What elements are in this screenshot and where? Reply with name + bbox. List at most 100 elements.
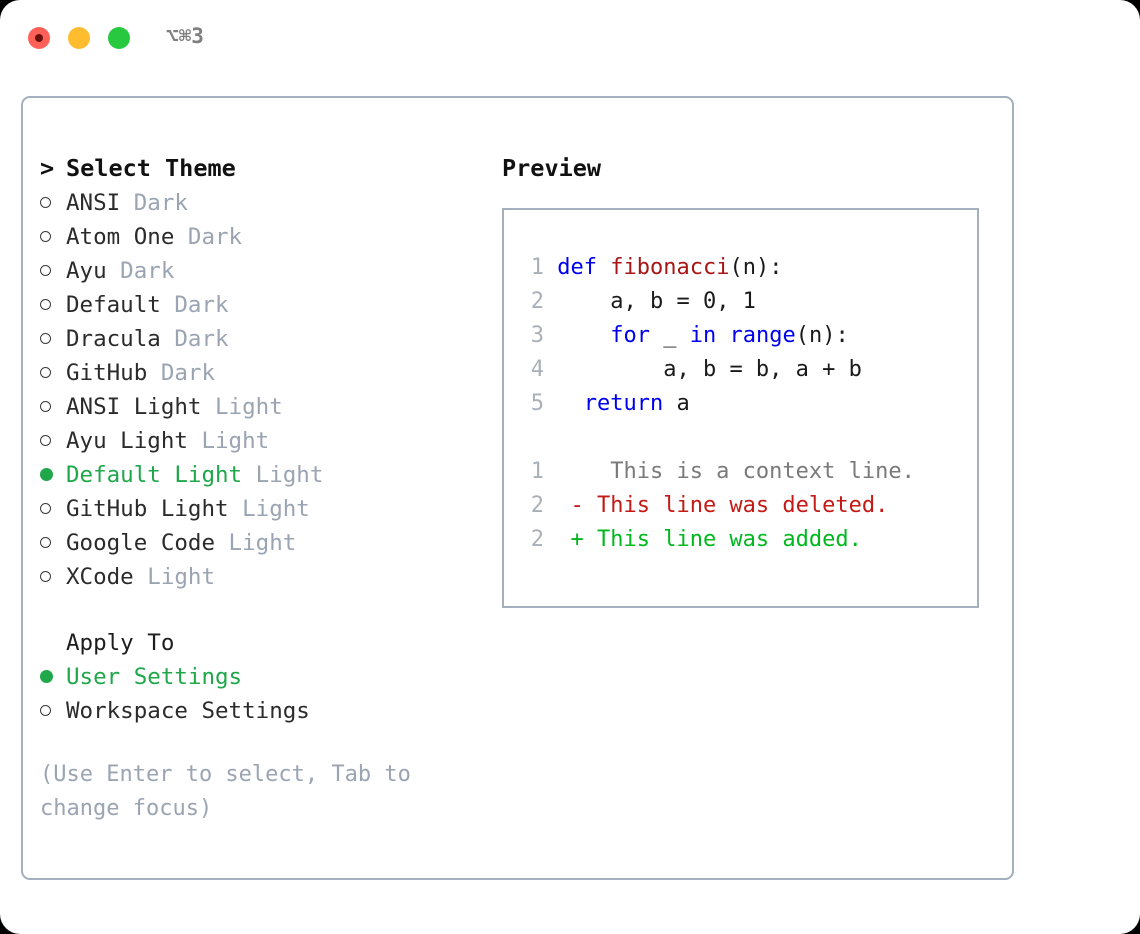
radio-empty-icon[interactable] <box>40 220 66 254</box>
minimize-window-button[interactable] <box>68 27 90 49</box>
radio-glyph <box>40 231 51 242</box>
code-line: 3 for _ in range(n): <box>518 319 915 353</box>
code-line: 1 def fibonacci(n): <box>518 251 915 285</box>
radio-selected-icon[interactable] <box>40 458 66 492</box>
radio-empty-icon[interactable] <box>40 322 66 356</box>
theme-variant-tag: Dark <box>160 292 229 318</box>
theme-name: GitHub <box>66 360 148 386</box>
radio-glyph <box>40 265 51 276</box>
theme-list-item[interactable]: GitHub Dark <box>40 356 470 390</box>
theme-list-item[interactable]: GitHub Light Light <box>40 492 470 526</box>
theme-list-item[interactable]: Google Code Light <box>40 526 470 560</box>
line-number: 4 <box>530 357 544 382</box>
theme-name: Default Light <box>66 462 243 488</box>
line-number: 2 <box>530 493 544 518</box>
theme-name: Ayu <box>66 258 107 284</box>
theme-list-item[interactable]: ANSI Light Light <box>40 390 470 424</box>
theme-name: ANSI Light <box>66 394 202 420</box>
preview-column: Preview 1 def fibonacci(n):2 a, b = 0, 1… <box>502 150 992 608</box>
code-token: fibonacci <box>610 255 730 280</box>
theme-name: GitHub Light <box>66 496 229 522</box>
theme-list-item[interactable]: Default Dark <box>40 288 470 322</box>
radio-empty-icon[interactable] <box>40 694 66 728</box>
line-number: 2 <box>530 527 544 552</box>
keyboard-shortcut-label: ⌥⌘3 <box>166 24 204 48</box>
code-token: a, b = 0, 1 <box>610 289 756 314</box>
radio-glyph <box>40 670 53 683</box>
theme-name: Default <box>66 292 161 318</box>
code-token: return <box>583 391 664 416</box>
code-indent <box>544 391 584 416</box>
code-line: 2 a, b = 0, 1 <box>518 285 915 319</box>
radio-empty-icon[interactable] <box>40 254 66 288</box>
line-number: 2 <box>530 289 544 314</box>
line-number: 1 <box>530 255 544 280</box>
code-token <box>597 255 610 280</box>
radio-empty-icon[interactable] <box>40 526 66 560</box>
code-token: (n): <box>795 323 849 348</box>
apply-to-label: Workspace Settings <box>66 698 310 724</box>
radio-empty-icon[interactable] <box>40 492 66 526</box>
code-token: (n): <box>729 255 783 280</box>
radio-empty-icon[interactable] <box>40 560 66 594</box>
title-bar: ⌥⌘3 <box>0 0 1140 78</box>
code-indent <box>544 289 610 314</box>
line-number: 5 <box>530 391 544 416</box>
theme-list-item[interactable]: Dracula Dark <box>40 322 470 356</box>
line-number: 1 <box>530 459 544 484</box>
apply-to-item[interactable]: User Settings <box>40 660 470 694</box>
theme-variant-tag: Light <box>215 530 297 556</box>
radio-empty-icon[interactable] <box>40 424 66 458</box>
diff-line: 2 + This line was added. <box>518 523 915 557</box>
theme-list-item[interactable]: Ayu Dark <box>40 254 470 288</box>
diff-text: + This line was added. <box>544 527 862 552</box>
close-window-button[interactable] <box>28 27 50 49</box>
code-token: def <box>557 255 597 280</box>
code-indent <box>544 357 663 382</box>
apply-to-item[interactable]: Workspace Settings <box>40 694 470 728</box>
radio-glyph <box>40 503 51 514</box>
apply-to-heading: Apply To <box>66 630 175 656</box>
radio-empty-icon[interactable] <box>40 356 66 390</box>
code-token <box>716 323 729 348</box>
theme-list-item[interactable]: Default Light Light <box>40 458 470 492</box>
theme-name: Ayu Light <box>66 428 188 454</box>
code-token: range <box>729 323 796 348</box>
radio-glyph <box>40 468 53 481</box>
diff-text: - This line was deleted. <box>544 493 889 518</box>
diff-text: This is a context line. <box>544 459 915 484</box>
select-theme-heading-label: Select Theme <box>66 154 236 182</box>
prompt-caret-icon: > <box>40 154 55 182</box>
theme-list-item[interactable]: Atom One Dark <box>40 220 470 254</box>
close-icon <box>35 34 43 42</box>
radio-glyph <box>40 435 51 446</box>
diff-line: 2 - This line was deleted. <box>518 489 915 523</box>
maximize-window-button[interactable] <box>108 27 130 49</box>
code-token: _ <box>649 323 690 348</box>
radio-glyph <box>40 537 51 548</box>
radio-glyph <box>40 401 51 412</box>
theme-list-item[interactable]: ANSI Dark <box>40 186 470 220</box>
theme-variant-tag: Light <box>201 394 283 420</box>
theme-list-item[interactable]: Ayu Light Light <box>40 424 470 458</box>
radio-empty-icon[interactable] <box>40 390 66 424</box>
theme-variant-tag: Light <box>228 496 310 522</box>
radio-empty-icon[interactable] <box>40 288 66 322</box>
radio-selected-icon[interactable] <box>40 660 66 694</box>
code-indent <box>544 323 610 348</box>
theme-variant-tag: Dark <box>160 326 229 352</box>
select-theme-heading: > Select Theme <box>40 150 470 186</box>
theme-variant-tag: Light <box>187 428 270 454</box>
radio-glyph <box>40 299 51 310</box>
code-token: in <box>689 323 717 348</box>
theme-list-item[interactable]: XCode Light <box>40 560 470 594</box>
code-token: a <box>663 391 690 416</box>
radio-empty-icon[interactable] <box>40 186 66 220</box>
